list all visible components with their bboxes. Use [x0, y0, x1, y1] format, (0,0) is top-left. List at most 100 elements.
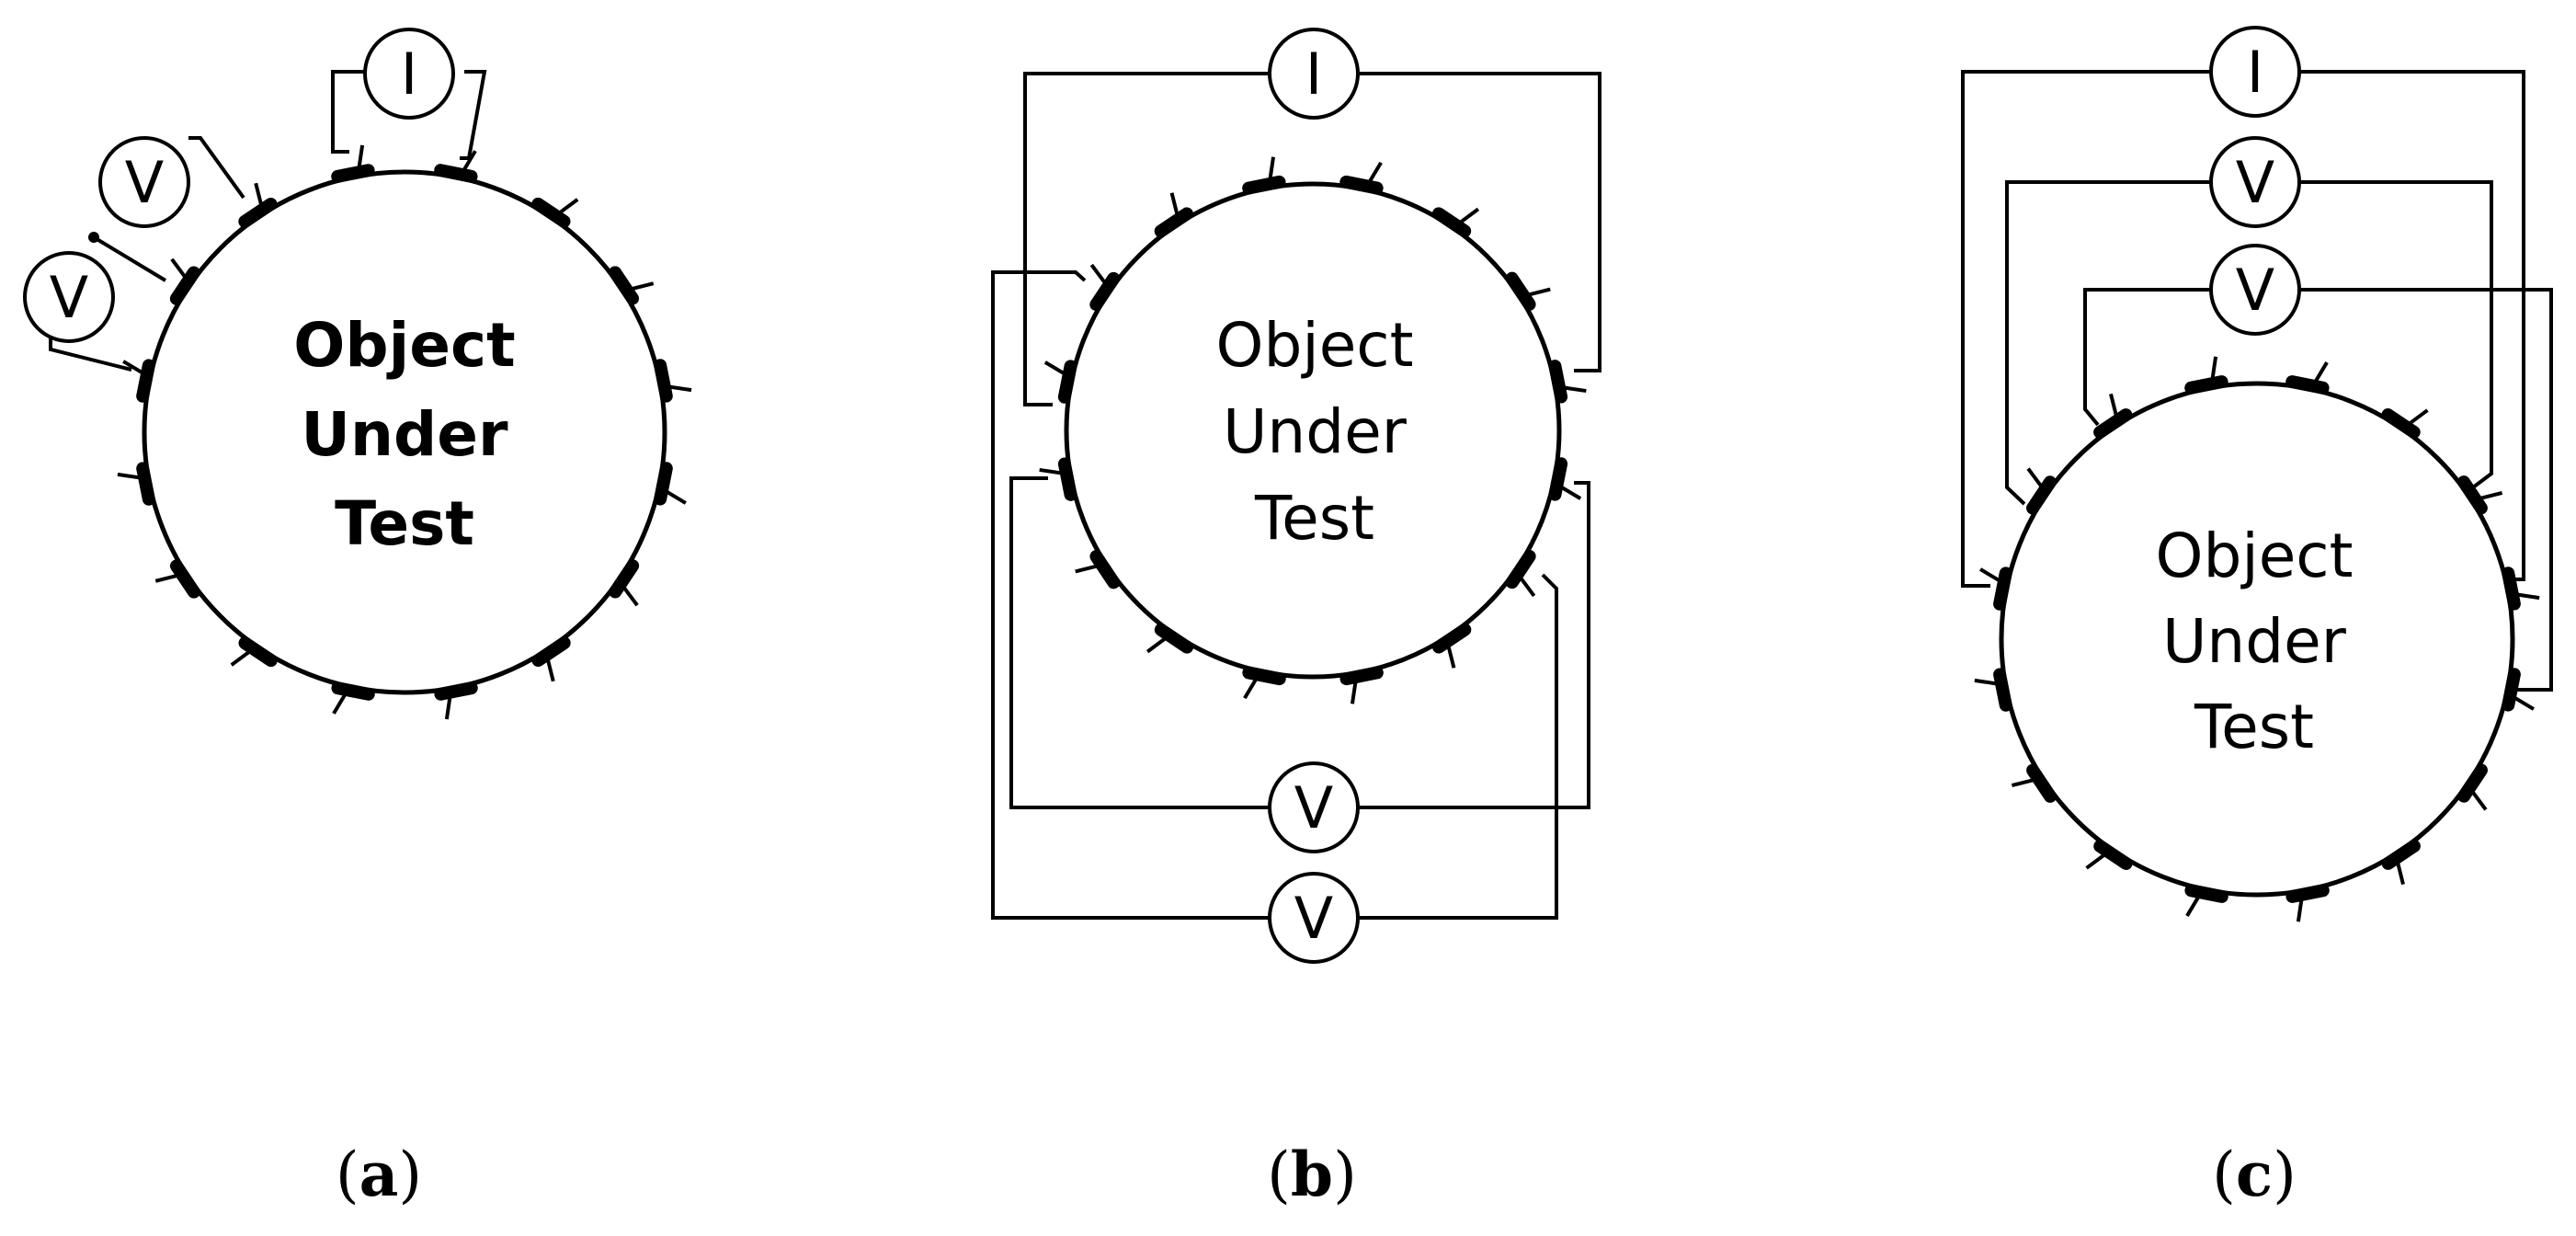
panel-c-electrode-pad — [2093, 408, 2133, 440]
panel-c-object-label-line1: Object — [2156, 521, 2354, 591]
panel-b-current-meter-symbol: I — [1305, 40, 1322, 108]
panel-a-current-meter: I — [363, 28, 455, 120]
panel-c-electrode-lead — [2296, 894, 2305, 922]
panel-a-electrode-lead — [356, 144, 365, 173]
panel-c-electrode-lead — [2404, 408, 2429, 429]
panel-a-object-label-line1: Object — [293, 310, 515, 381]
panel-b-voltage-meter-1: V — [1268, 761, 1360, 853]
panel-b-voltage1-wire-left — [1009, 476, 1269, 809]
panel-c-electrode-pad — [2285, 884, 2330, 903]
panel-c-electrode-pad — [2381, 408, 2421, 439]
panel-a-electrode-pad — [434, 164, 478, 183]
panel-b-voltage2-wire-left — [991, 270, 1269, 920]
panel-b-electrode-lead — [1243, 673, 1260, 700]
panel-a-voltage1-wire-left — [92, 235, 167, 282]
panel-a-electrode-pad — [169, 559, 200, 599]
panel-c-current-meter-symbol: I — [2247, 39, 2263, 106]
panel-b-electrode-lead — [1146, 634, 1171, 654]
panel-b-electrode-pad — [1548, 360, 1568, 404]
panel-b-electrode-pad — [1339, 666, 1384, 686]
panel-a-electrode-lead — [332, 689, 349, 715]
panel-a-voltage-meter-2-symbol: V — [50, 264, 88, 331]
panel-c-electrode-pad — [2285, 375, 2330, 395]
panel-a-electrode-pad — [531, 636, 571, 668]
panel-a-caption: (a) — [336, 1139, 422, 1210]
panel-b-current-wire-right — [1359, 72, 1601, 372]
panel-b-electrode-lead — [1039, 467, 1067, 476]
panel-c-electrode-lead — [2011, 776, 2039, 787]
panel-b-electrode-lead — [1075, 563, 1103, 574]
panel-a-object-label-line3: Test — [335, 488, 474, 559]
panel-a-electrode-pad — [609, 266, 640, 305]
panel-c-electrode-lead — [2209, 356, 2218, 384]
panel-a-electrode-pad — [609, 559, 640, 599]
panel-a-electrode-pad — [169, 266, 200, 305]
panel-b-electrode-pad — [1089, 550, 1121, 589]
panel-a-electrode-lead — [254, 182, 265, 211]
panel-a-object-label-line2: Under — [301, 399, 508, 470]
panel-c-electrode-pad — [2502, 668, 2521, 712]
panel-a-electrode-lead — [661, 487, 687, 505]
panel-b-object-label-line3: Test — [1254, 483, 1374, 554]
panel-c-electrode-lead — [2085, 850, 2110, 870]
panel-c-electrode-lead — [1974, 678, 2002, 687]
panel-c-electrode-lead — [1979, 567, 2005, 585]
panel-a-electrode-pad — [331, 164, 375, 183]
panel-c-electrode-lead — [2468, 786, 2488, 811]
panel-a-electrode-pad — [136, 359, 155, 403]
panel-c-electrode-lead — [2311, 361, 2329, 387]
panel-c-electrode-lead — [2185, 891, 2203, 917]
panel-c-electrode-pad — [2026, 763, 2057, 803]
panel-c-electrode-pad — [2381, 839, 2421, 870]
panel-b-electrode-pad — [1548, 457, 1568, 501]
panel-b-electrode-pad — [1432, 623, 1472, 654]
panel-a-electrode-lead — [117, 472, 145, 481]
panel-c-electrodes — [1974, 356, 2540, 922]
panel-a-electrode-pad — [531, 197, 571, 228]
panel-b-voltage-meter-2: V — [1268, 872, 1360, 964]
panel-c-voltage1-wire-right — [2300, 180, 2493, 489]
panel-b-electrode-lead — [1445, 640, 1456, 669]
panel-a-current-meter-symbol: I — [401, 40, 417, 108]
panel-b-object-circle — [1064, 181, 1562, 680]
panel-b-electrode-lead — [1558, 384, 1587, 394]
panel-a-voltage-meter-2: V — [23, 251, 115, 343]
panel-c-electrode-pad — [2184, 375, 2228, 395]
panel-c-electrode-lead — [2475, 491, 2503, 502]
panel-c-voltage-meter-2: V — [2209, 244, 2301, 336]
panel-b-electrode-pad — [1057, 457, 1077, 501]
panel-a-electrode-lead — [170, 258, 190, 282]
panel-b: I V V Object Under Test (b) — [991, 28, 1601, 1210]
panel-a-electrode-lead — [544, 654, 555, 682]
panel-a: I V V Object Under Test (a) — [23, 28, 692, 1210]
panel-c-object-circle — [1999, 381, 2515, 898]
panel-c-voltage2-wire-left — [2083, 288, 2210, 427]
panel-a-electrode-pad — [434, 681, 478, 701]
panel-a-electrode-lead — [626, 281, 655, 292]
panel-c-electrode-lead — [2026, 467, 2046, 492]
panel-c-current-wire-left — [1961, 70, 2210, 588]
panel-a-object-circle — [142, 169, 667, 695]
panel-b-electrode-pad — [1339, 175, 1384, 195]
panel-b-electrode-pad — [1505, 549, 1536, 589]
panel-b-electrode-pad — [1057, 360, 1077, 404]
panel-c-electrode-lead — [2512, 591, 2540, 601]
panel-b-current-wire-left — [1023, 72, 1269, 406]
panel-c-electrode-pad — [2457, 763, 2488, 803]
panel-b-electrode-lead — [1350, 676, 1359, 704]
panel-c-electrode-pad — [2184, 884, 2228, 903]
panel-b-electrode-lead — [1516, 572, 1536, 598]
panel-b-voltage-meter-1-symbol: V — [1294, 774, 1333, 841]
panel-a-voltage-meter-1-symbol: V — [125, 149, 164, 216]
panel-b-electrode-pad — [1242, 666, 1286, 686]
panel-b-electrode-pad — [1154, 207, 1193, 238]
panel-a-electrode-pad — [238, 636, 278, 668]
panel-a-voltage-meter-1: V — [98, 136, 190, 228]
panel-c-electrode-pad — [2026, 475, 2057, 515]
panel-a-electrode-lead — [664, 383, 692, 393]
panel-b-electrode-lead — [1043, 360, 1070, 378]
panel-b-electrode-pad — [1154, 623, 1194, 654]
panel-a-electrode-lead — [154, 572, 183, 583]
panel-c-voltage2-wire-right — [2300, 288, 2553, 692]
